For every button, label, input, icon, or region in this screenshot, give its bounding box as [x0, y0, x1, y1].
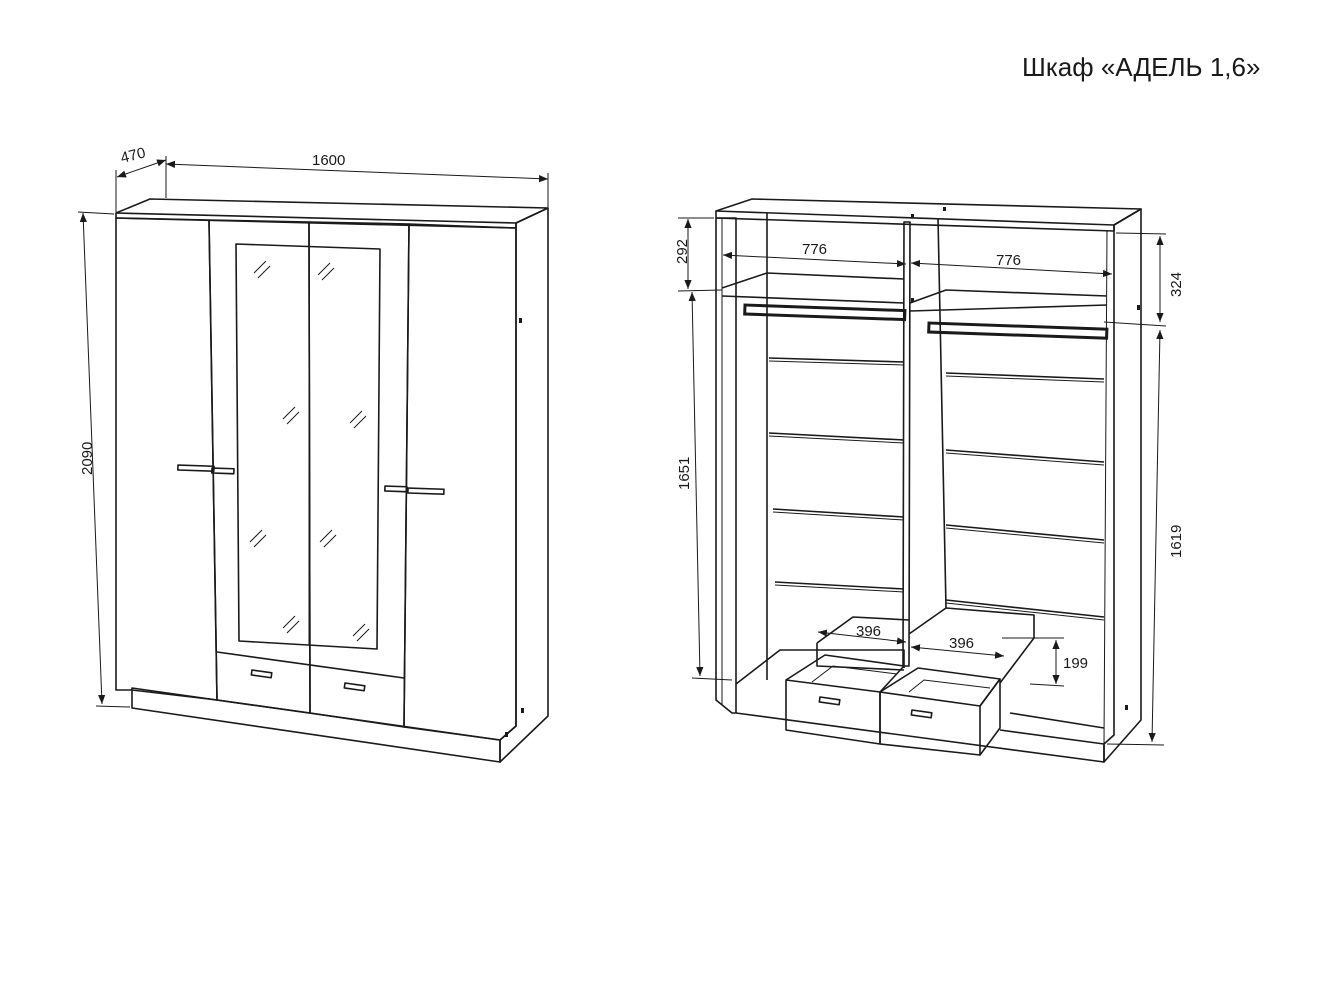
interior-dimensions — [677, 217, 1167, 746]
drawer-handle — [343, 682, 366, 692]
top-panel — [715, 198, 1142, 226]
door-handle — [407, 487, 445, 496]
right-door — [403, 223, 517, 741]
door-handle — [211, 467, 235, 475]
front-view-wardrobe — [115, 198, 549, 763]
drawer-handle — [818, 696, 841, 706]
drawer-right — [879, 691, 981, 756]
drawer-handle — [910, 709, 933, 719]
right-width-label: 776 — [996, 252, 1021, 269]
drawer-handle — [250, 669, 273, 679]
center-divider — [902, 221, 911, 667]
left-side-panel — [715, 217, 737, 714]
height-label: 2090 — [79, 442, 96, 475]
left-width-label: 776 — [802, 241, 827, 258]
drawer-left — [785, 679, 881, 745]
mirror-glare — [249, 260, 370, 642]
top-height-label: 292 — [674, 239, 691, 264]
side-panel — [499, 207, 549, 763]
depth-label: 470 — [119, 144, 147, 167]
right-hanging-height-label: 1619 — [1168, 525, 1185, 558]
front-dimensions — [77, 156, 549, 708]
mirror — [235, 243, 381, 650]
width-label: 1600 — [312, 152, 345, 169]
side-screws — [505, 318, 524, 737]
mirror-door-left — [208, 219, 311, 714]
mirror-door-right — [308, 221, 410, 728]
door-handle — [384, 485, 408, 493]
drawer-height-label: 199 — [1063, 655, 1088, 672]
right-drawer-width-label: 396 — [949, 635, 974, 652]
door-handle — [177, 464, 215, 473]
right-side-panel — [1103, 208, 1142, 763]
left-drawer-width-label: 396 — [856, 623, 881, 640]
diagram-title: Шкаф «АДЕЛЬ 1,6» — [1022, 52, 1261, 82]
hanging-rail-left — [743, 303, 907, 322]
left-door — [115, 217, 218, 701]
left-hanging-height-label: 1651 — [676, 457, 693, 490]
right-top-height-label: 324 — [1168, 272, 1185, 297]
plinth — [131, 687, 501, 763]
interior-view-wardrobe — [715, 198, 1142, 763]
hanging-rail-right — [927, 321, 1109, 340]
